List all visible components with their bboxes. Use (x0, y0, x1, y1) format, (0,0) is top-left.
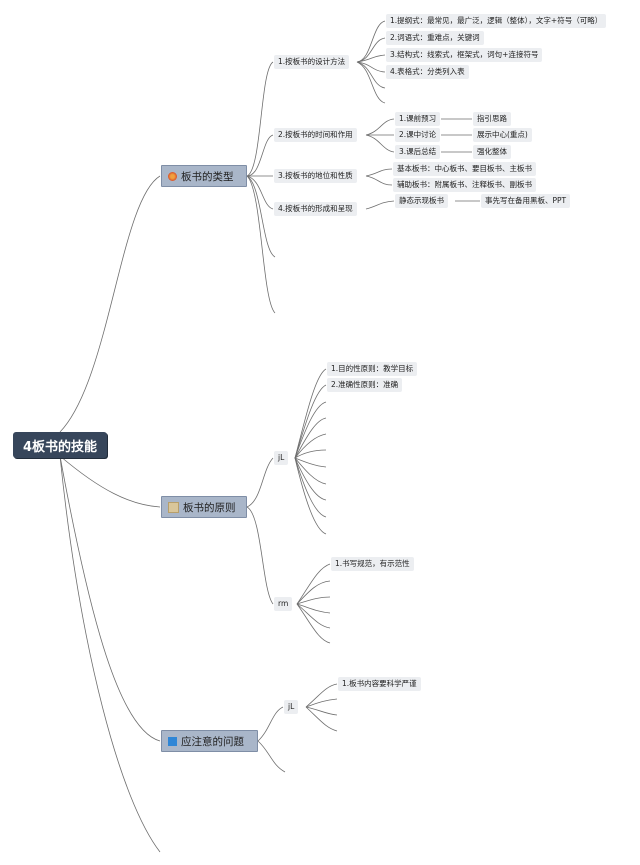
subtopic-precautions-jl[interactable]: jL (284, 700, 299, 714)
subtopic-time-function[interactable]: 2.按板书的时间和作用 (274, 128, 357, 142)
leaf-static-board[interactable]: 静态示现板书 (395, 194, 448, 208)
subtopic-design-method[interactable]: 1.按板书的设计方法 (274, 55, 350, 69)
leaf-scientific-rigor[interactable]: 1.板书内容要科学严谨 (338, 677, 421, 691)
leaf-writing-standard[interactable]: 1.书写规范，有示范性 (331, 557, 414, 571)
blue-square-icon (168, 736, 177, 746)
note-square-icon (168, 501, 179, 513)
flower-icon (168, 171, 177, 181)
leaf-accuracy-principle[interactable]: 2.准确性原则：准确 (327, 378, 403, 392)
leaf-structure-type[interactable]: 3.结构式：线索式，框架式，词句+连接符号 (386, 48, 543, 62)
leaf-post-class[interactable]: 3.课后总结 (395, 145, 441, 159)
root-topic[interactable]: 4板书的技能 (13, 432, 107, 458)
topic-label: 应注意的问题 (181, 735, 244, 748)
leaf-outline-type[interactable]: 1.提纲式：最常见，最广泛，逻辑（整体），文字+符号（可略） (386, 14, 607, 28)
leaf-purpose-principle[interactable]: 1.目的性原则：教学目标 (327, 362, 418, 376)
leaf-post-class-detail[interactable]: 强化整体 (473, 145, 511, 159)
topic-label: 板书的原则 (183, 501, 236, 514)
subtopic-principles-jl[interactable]: jL (274, 451, 289, 465)
leaf-table-type[interactable]: 4.表格式：分类列入表 (386, 65, 469, 79)
topic-precautions[interactable]: 应注意的问题 (161, 730, 258, 752)
subtopic-form-presentation[interactable]: 4.按板书的形成和呈现 (274, 202, 357, 216)
leaf-in-class[interactable]: 2.课中讨论 (395, 128, 441, 142)
leaf-auxiliary-board[interactable]: 辅助板书：附属板书、注释板书、副板书 (393, 178, 536, 192)
topic-label: 板书的类型 (181, 170, 234, 183)
leaf-basic-board[interactable]: 基本板书：中心板书、要目板书、主板书 (393, 162, 536, 176)
leaf-word-type[interactable]: 2.词语式：重难点，关键词 (386, 31, 484, 45)
topic-board-principles[interactable]: 板书的原则 (161, 496, 247, 518)
subtopic-status-nature[interactable]: 3.按板书的地位和性质 (274, 169, 357, 183)
topic-board-types[interactable]: 板书的类型 (161, 165, 247, 187)
root-topic-label: 4板书的技能 (22, 439, 98, 455)
subtopic-principles-rm[interactable]: rm (274, 597, 293, 611)
leaf-in-class-detail[interactable]: 展示中心(重点) (473, 128, 532, 142)
leaf-pre-class[interactable]: 1.课前预习 (395, 112, 441, 126)
leaf-pre-class-detail[interactable]: 指引思路 (473, 112, 511, 126)
leaf-static-board-detail[interactable]: 事先写在备用黑板、PPT (481, 194, 571, 208)
